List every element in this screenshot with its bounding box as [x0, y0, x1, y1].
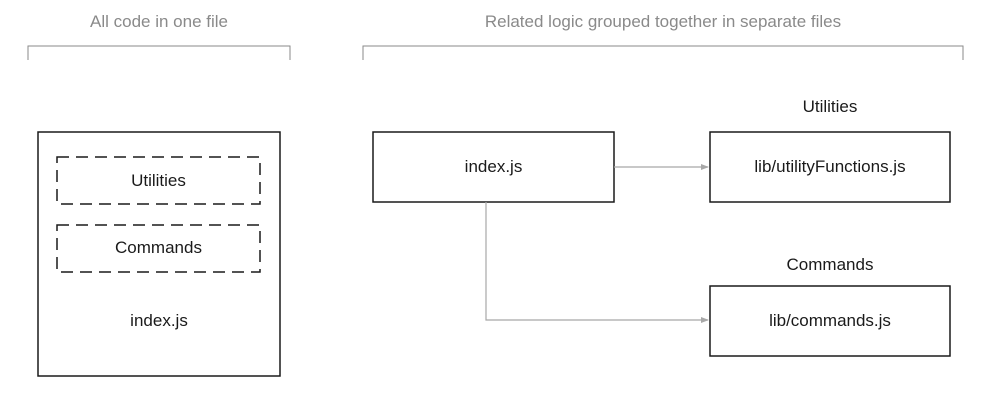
- utilities-group-heading: Utilities: [802, 97, 858, 116]
- arrow-to-commands: [485, 202, 709, 323]
- left-utilities-label: Utilities: [131, 171, 186, 190]
- utility-functions-file-box: [709, 131, 951, 203]
- utility-functions-file-label: lib/utilityFunctions.js: [754, 157, 906, 176]
- left-heading-bracket: [27, 45, 291, 60]
- utilities-group-box: [56, 156, 261, 205]
- commands-group-heading: Commands: [786, 255, 874, 274]
- left-commands-label: Commands: [115, 238, 202, 257]
- single-file-box: [37, 131, 281, 377]
- right-index-label: index.js: [464, 157, 523, 176]
- commands-group-box: [56, 224, 261, 273]
- left-heading: All code in one file: [90, 12, 228, 31]
- commands-file-box: [709, 285, 951, 357]
- right-heading: Related logic grouped together in separa…: [484, 12, 842, 31]
- commands-file-label: lib/commands.js: [769, 311, 891, 330]
- left-file-label: index.js: [130, 311, 188, 330]
- right-heading-bracket: [362, 45, 964, 60]
